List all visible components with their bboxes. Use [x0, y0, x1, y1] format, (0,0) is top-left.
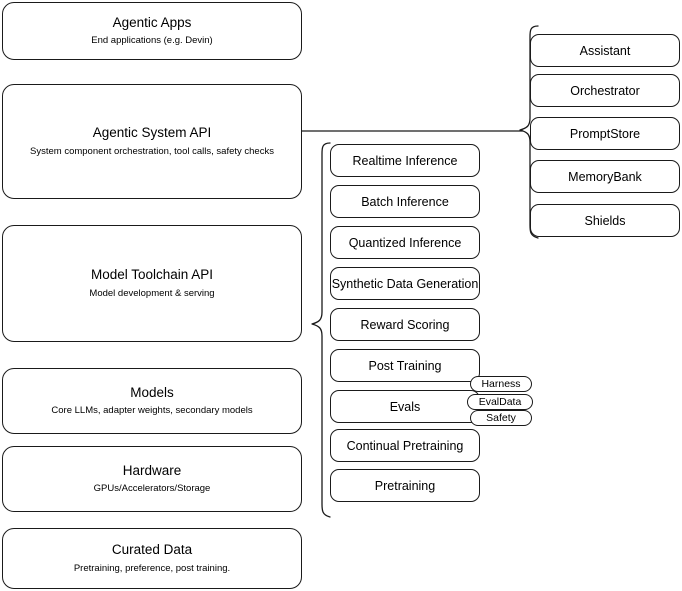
- layer-title: Model Toolchain API: [90, 267, 214, 283]
- layer-subtitle: Model development & serving: [89, 287, 215, 299]
- component-post-training[interactable]: Post Training: [330, 349, 480, 382]
- component-synthetic-data-generation[interactable]: Synthetic Data Generation: [330, 267, 480, 300]
- component-memorybank[interactable]: MemoryBank: [530, 160, 680, 193]
- component-assistant[interactable]: Assistant: [530, 34, 680, 67]
- component-pretraining[interactable]: Pretraining: [330, 469, 480, 502]
- layer-subtitle: System component orchestration, tool cal…: [30, 145, 274, 157]
- component-reward-scoring[interactable]: Reward Scoring: [330, 308, 480, 341]
- eval-pill-safety[interactable]: Safety: [470, 410, 532, 426]
- layer-title: Models: [130, 384, 174, 400]
- layer-title: Agentic Apps: [112, 14, 192, 30]
- component-orchestrator[interactable]: Orchestrator: [530, 74, 680, 107]
- layer-subtitle: Pretraining, preference, post training.: [73, 562, 231, 574]
- stack-layer-agentic-apps[interactable]: Agentic Apps End applications (e.g. Devi…: [2, 2, 302, 60]
- component-shields[interactable]: Shields: [530, 204, 680, 237]
- component-evals[interactable]: Evals: [330, 390, 480, 423]
- layer-subtitle: End applications (e.g. Devin): [91, 35, 213, 47]
- component-realtime-inference[interactable]: Realtime Inference: [330, 144, 480, 177]
- eval-pill-evaldata[interactable]: EvalData: [467, 394, 533, 410]
- layer-title: Hardware: [122, 462, 182, 478]
- stack-layer-model-toolchain-api[interactable]: Model Toolchain API Model development & …: [2, 225, 302, 342]
- stack-layer-hardware[interactable]: Hardware GPUs/Accelerators/Storage: [2, 446, 302, 512]
- stack-layer-agentic-system-api[interactable]: Agentic System API System component orch…: [2, 84, 302, 199]
- component-batch-inference[interactable]: Batch Inference: [330, 185, 480, 218]
- layer-title: Curated Data: [111, 542, 193, 558]
- stack-layer-curated-data[interactable]: Curated Data Pretraining, preference, po…: [2, 528, 302, 589]
- component-promptstore[interactable]: PromptStore: [530, 117, 680, 150]
- layer-title: Agentic System API: [92, 125, 212, 141]
- stack-layer-models[interactable]: Models Core LLMs, adapter weights, secon…: [2, 368, 302, 434]
- connector-agentic-system-api-to-components: [302, 126, 524, 136]
- layer-subtitle: GPUs/Accelerators/Storage: [93, 483, 211, 495]
- component-continual-pretraining[interactable]: Continual Pretraining: [330, 429, 480, 462]
- layer-subtitle: Core LLMs, adapter weights, secondary mo…: [51, 405, 253, 417]
- component-quantized-inference[interactable]: Quantized Inference: [330, 226, 480, 259]
- eval-pill-harness[interactable]: Harness: [470, 376, 532, 392]
- brace-model-toolchain-components: [306, 140, 332, 520]
